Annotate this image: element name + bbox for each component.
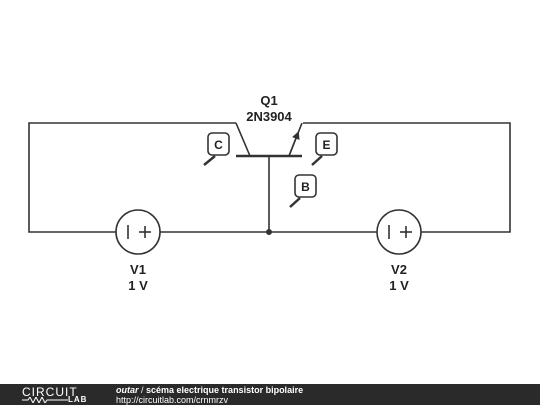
voltage-source-v2[interactable] xyxy=(376,209,422,255)
footer-bar: CIRCUIT LAB outar / scéma electrique tra… xyxy=(0,384,540,405)
transistor-name-label: Q1 xyxy=(260,93,277,108)
v1-name-label: V1 xyxy=(130,262,146,277)
emitter-arrow xyxy=(288,131,300,157)
wire-right-loop xyxy=(303,122,511,233)
pin-tag-base[interactable]: B xyxy=(289,174,317,208)
footer-info: outar / scéma electrique transistor bipo… xyxy=(116,385,303,405)
wire-left-loop xyxy=(28,122,236,233)
pin-tag-emitter[interactable]: E xyxy=(311,132,338,166)
voltage-source-v1[interactable] xyxy=(115,209,161,255)
footer-separator: / xyxy=(138,385,147,395)
junction-dot xyxy=(266,229,272,235)
circuit-schematic: Q1 2N3904 C E B V1 1 V V2 1 V xyxy=(28,93,511,293)
circuit-owner-link[interactable]: outar xyxy=(116,385,139,395)
transistor-model-label: 2N3904 xyxy=(246,109,292,124)
transistor-q1[interactable] xyxy=(235,122,303,158)
circuit-url-link[interactable]: http://circuitlab.com/crnmrzv xyxy=(116,395,229,405)
pin-tag-emitter-label: E xyxy=(322,138,330,152)
circuitlab-logo[interactable]: CIRCUIT LAB xyxy=(22,384,96,405)
pin-tag-collector[interactable]: C xyxy=(203,132,230,166)
wires xyxy=(28,122,511,233)
v1-value-label: 1 V xyxy=(128,278,148,293)
pin-tag-collector-label: C xyxy=(214,138,223,152)
pin-tag-base-label: B xyxy=(301,180,310,194)
v2-value-label: 1 V xyxy=(389,278,409,293)
v2-name-label: V2 xyxy=(391,262,407,277)
transistor-collector-lead xyxy=(235,122,251,157)
logo-top-text: CIRCUIT xyxy=(22,385,78,399)
logo-bottom-text: LAB xyxy=(68,395,88,404)
circuit-title: scéma electrique transistor bipolaire xyxy=(146,385,304,395)
resistor-zigzag-icon xyxy=(22,397,68,403)
